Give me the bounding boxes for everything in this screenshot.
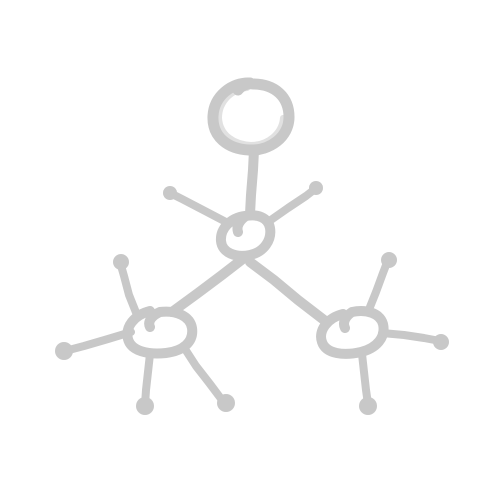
- center-node: [215, 210, 276, 261]
- left-child-spoke-down-right: [181, 345, 226, 404]
- center-spoke-left-end: [163, 186, 177, 200]
- right-child-spoke-right-end: [433, 334, 449, 350]
- center-node-circle: [215, 210, 276, 261]
- left-child-spoke-up: [116, 258, 141, 319]
- left-child-node: [55, 254, 235, 415]
- root-node-circle: [207, 77, 295, 156]
- right-child-circle: [316, 306, 389, 359]
- center-spoke-right-end: [309, 181, 323, 195]
- connector-left-child: [167, 253, 249, 317]
- root-connector: [245, 145, 259, 219]
- left-child-spoke-up-end: [113, 254, 129, 270]
- chalk-sketch: [55, 77, 449, 415]
- root-node: [207, 77, 295, 156]
- center-spoke-right: [264, 185, 319, 226]
- right-child-node: [316, 252, 449, 415]
- right-child-spoke-down: [358, 350, 372, 408]
- right-child-spoke-up: [364, 256, 392, 316]
- left-child-spoke-down-right-end: [217, 394, 235, 412]
- left-child-spoke-left: [61, 328, 135, 355]
- left-child-spoke-left-end: [55, 342, 73, 360]
- root-node-circle-overdraw: [216, 85, 286, 148]
- connector-right-child: [245, 257, 329, 325]
- center-spoke-left: [166, 189, 230, 226]
- right-child-spoke-right: [378, 329, 444, 345]
- left-child-spoke-down-end: [136, 397, 154, 415]
- right-child-spoke-up-end: [381, 252, 397, 268]
- right-child-spoke-down-end: [359, 397, 377, 415]
